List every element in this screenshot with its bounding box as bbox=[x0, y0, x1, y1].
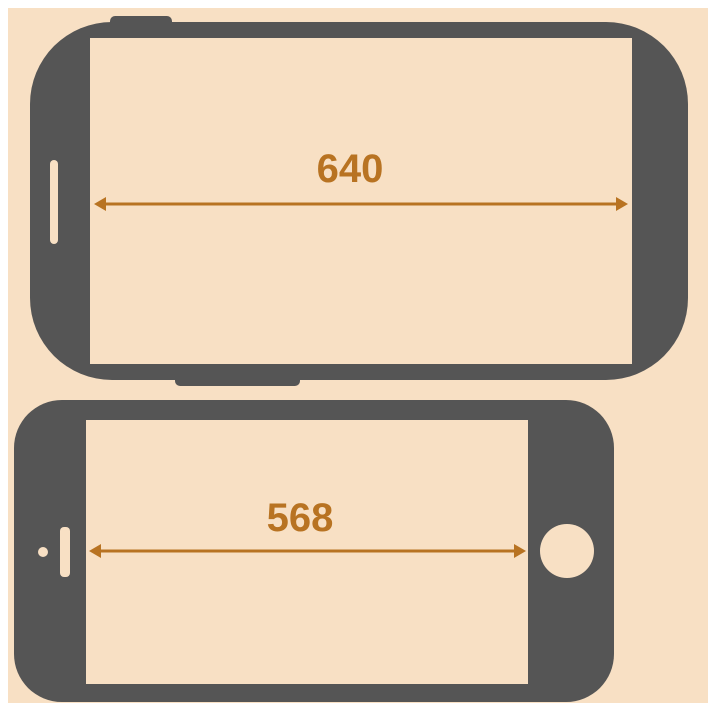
width-label-top: 640 bbox=[317, 147, 384, 191]
home-button bbox=[540, 524, 594, 578]
phone-top: 640 bbox=[30, 16, 688, 386]
width-label-bottom: 568 bbox=[267, 496, 334, 540]
speaker-slot bbox=[60, 527, 70, 577]
speaker-slot bbox=[50, 160, 58, 244]
phone-top-screen bbox=[90, 38, 632, 364]
camera-dot bbox=[38, 547, 48, 557]
phone-bottom: 568 bbox=[14, 400, 614, 702]
